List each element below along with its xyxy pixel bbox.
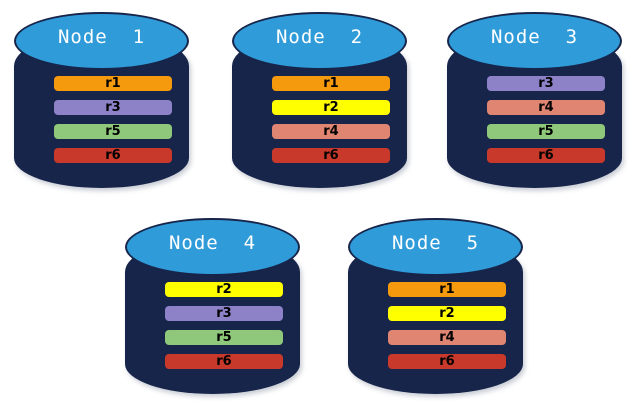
replica-bar[interactable]: r1 (54, 76, 172, 91)
cylinder-top-ellipse (447, 12, 622, 70)
replica-bar[interactable]: r4 (487, 100, 605, 115)
node-label: Node 1 (57, 26, 146, 48)
replica-list: r1 r3 r5 r6 (54, 76, 172, 163)
replica-bar[interactable]: r2 (388, 306, 506, 321)
replica-list: r1 r2 r4 r6 (388, 282, 506, 369)
node-cylinder[interactable]: Node 1 r1 r3 r5 r6 (14, 8, 189, 188)
replica-bar[interactable]: r6 (54, 148, 172, 163)
replica-bar[interactable]: r4 (272, 124, 390, 139)
replica-bar[interactable]: r6 (388, 354, 506, 369)
replica-list: r3 r4 r5 r6 (487, 76, 605, 163)
replica-bar[interactable]: r3 (54, 100, 172, 115)
replica-bar[interactable]: r5 (487, 124, 605, 139)
node-label: Node 5 (391, 232, 480, 254)
node-cylinder[interactable]: Node 2 r1 r2 r4 r6 (232, 8, 407, 188)
node-label: Node 3 (490, 26, 579, 48)
replica-bar[interactable]: r5 (165, 330, 283, 345)
cylinder-top-ellipse (348, 218, 523, 276)
replica-list: r2 r3 r5 r6 (165, 282, 283, 369)
replica-bar[interactable]: r1 (388, 282, 506, 297)
node-cylinder[interactable]: Node 4 r2 r3 r5 r6 (125, 214, 300, 394)
cylinder-top-ellipse (232, 12, 407, 70)
replica-bar[interactable]: r3 (165, 306, 283, 321)
replica-bar[interactable]: r2 (165, 282, 283, 297)
replica-bar[interactable]: r2 (272, 100, 390, 115)
node-label: Node 4 (168, 232, 257, 254)
cylinder-top-ellipse (125, 218, 300, 276)
node-cylinder[interactable]: Node 5 r1 r2 r4 r6 (348, 214, 523, 394)
replica-bar[interactable]: r4 (388, 330, 506, 345)
replica-list: r1 r2 r4 r6 (272, 76, 390, 163)
replica-bar[interactable]: r3 (487, 76, 605, 91)
replica-bar[interactable]: r6 (487, 148, 605, 163)
node-cylinder[interactable]: Node 3 r3 r4 r5 r6 (447, 8, 622, 188)
replica-bar[interactable]: r6 (165, 354, 283, 369)
node-label: Node 2 (275, 26, 364, 48)
replica-bar[interactable]: r1 (272, 76, 390, 91)
replica-bar[interactable]: r6 (272, 148, 390, 163)
replica-bar[interactable]: r5 (54, 124, 172, 139)
cylinder-top-ellipse (14, 12, 189, 70)
